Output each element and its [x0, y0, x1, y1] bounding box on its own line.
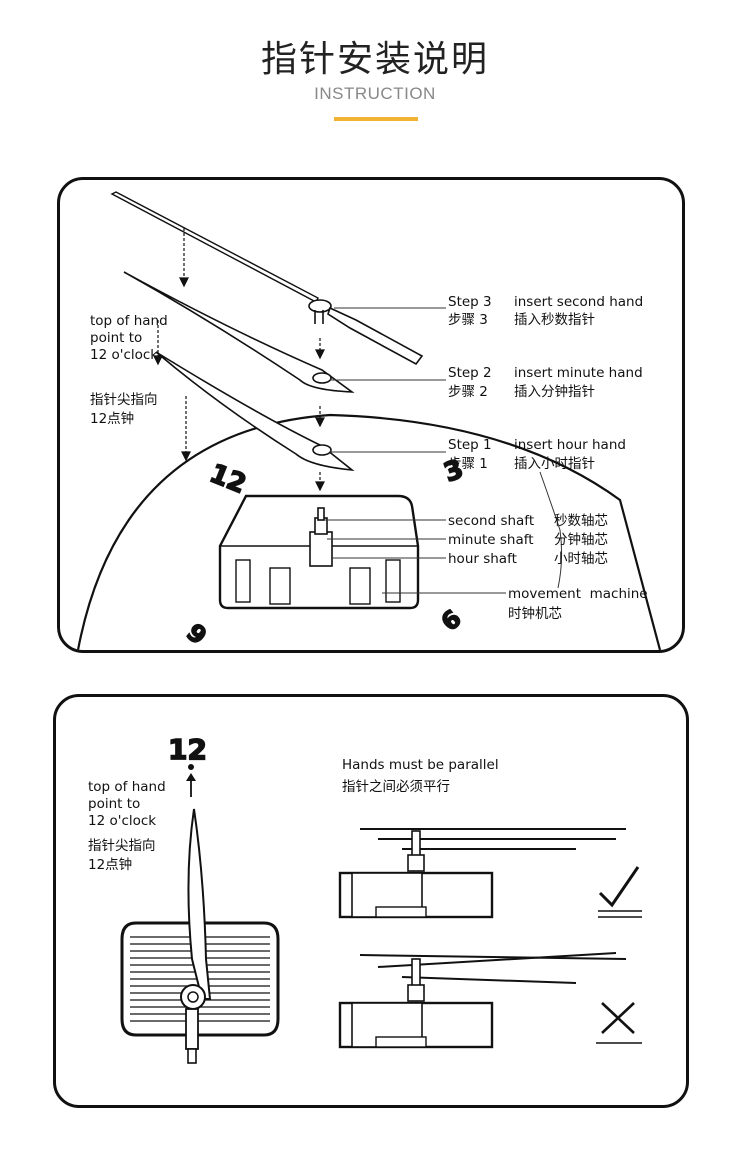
top-note-line2: point to: [90, 330, 142, 346]
step-1-label: Step 1: [448, 437, 492, 453]
dial-number-9: 9: [181, 618, 212, 650]
down-arrows: [153, 228, 325, 492]
page-subtitle: INSTRUCTION: [314, 84, 436, 103]
top-note-cn-line2-2: 12点钟: [88, 856, 132, 873]
minute-shaft-label: minute shaft: [448, 532, 534, 548]
step-3-label-cn: 步骤 3: [448, 312, 488, 328]
page-title: 指针安装说明: [260, 39, 489, 80]
installation-diagram: 12 3 9 6: [76, 191, 662, 650]
step-1-action-cn: 插入小时指针: [514, 456, 595, 472]
movement-machine-label: movement machine: [508, 586, 648, 602]
second-shaft-label-cn: 秒数轴芯: [554, 513, 608, 529]
step-2-action: insert minute hand: [514, 365, 643, 381]
top-note-line1-2: top of hand: [88, 779, 166, 795]
top-note-cn-line2: 12点钟: [90, 410, 134, 427]
minute-shaft-label-cn: 分钟轴芯: [554, 531, 608, 548]
dial-12-label: 12: [168, 733, 207, 766]
movement-machine: [218, 494, 420, 610]
alignment-diagram: 12 top of hand point to 12 o'clock 指针尖指向…: [88, 732, 642, 1064]
top-note-line2-2: point to: [88, 796, 140, 812]
page-header: 指针安装说明 INSTRUCTION: [0, 0, 750, 140]
wrong-side-view: [338, 952, 627, 1049]
step-1-label-cn: 步骤 1: [448, 456, 488, 472]
installation-steps-panel: 12 3 9 6: [57, 177, 685, 653]
top-note-line3: 12 o'clock: [90, 347, 158, 363]
alignment-panel: 12 top of hand point to 12 o'clock 指针尖指向…: [53, 694, 689, 1108]
dial-number-6: 6: [436, 604, 467, 636]
top-note-cn-line1-2: 指针尖指向: [88, 838, 156, 854]
hour-shaft-label-cn: 小时轴芯: [554, 551, 608, 567]
top-note-line1: top of hand: [90, 313, 168, 329]
twelve-dot: [188, 764, 194, 770]
hour-hand: [155, 351, 355, 472]
top-note-cn-line1: 指针尖指向: [90, 392, 158, 408]
second-hand: [110, 191, 424, 366]
step-3-label: Step 3: [448, 294, 492, 310]
minute-hand: [123, 271, 355, 393]
leader-lines: [324, 307, 563, 594]
dial-number-12: 12: [205, 459, 250, 500]
hour-shaft-label: hour shaft: [448, 551, 517, 567]
step-2-label: Step 2: [448, 365, 492, 381]
step-1-action: insert hour hand: [514, 437, 626, 453]
correct-side-view: [338, 828, 626, 919]
top-note-line3-2: 12 o'clock: [88, 813, 156, 829]
x-mark-icon: [601, 1002, 635, 1034]
movement-top-view: [120, 808, 280, 1064]
step-2-label-cn: 步骤 2: [448, 384, 488, 400]
accent-bar: [334, 117, 418, 121]
checkmark-icon: [598, 866, 640, 908]
second-shaft-label: second shaft: [448, 513, 534, 529]
parallel-note: Hands must be parallel: [342, 757, 499, 773]
movement-machine-label-cn: 时钟机芯: [508, 605, 562, 622]
clock-face-outline: [76, 413, 662, 650]
step-3-action: insert second hand: [514, 294, 643, 310]
step-3-action-cn: 插入秒数指针: [514, 312, 595, 328]
step-2-action-cn: 插入分钟指针: [514, 383, 595, 400]
parallel-note-cn: 指针之间必须平行: [342, 779, 450, 795]
